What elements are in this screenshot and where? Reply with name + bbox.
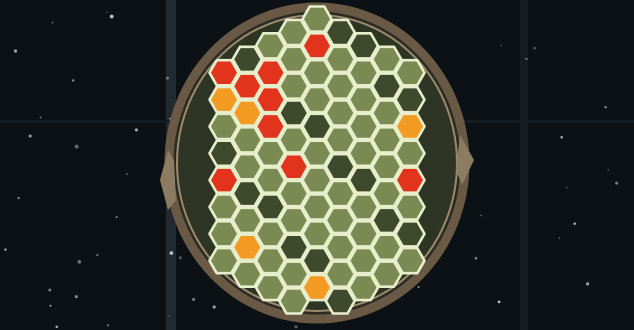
star [4,248,6,250]
star [75,295,78,298]
star [418,286,420,288]
star [500,44,502,46]
hex-cell [396,87,425,112]
star [179,256,182,259]
star [50,305,52,307]
star [52,22,54,24]
star [40,116,42,118]
honeycomb-grid [210,7,425,314]
star [475,257,478,260]
star [573,222,575,224]
star [586,282,589,285]
star [533,47,536,50]
star [608,169,609,170]
star [168,315,169,316]
star [294,325,297,328]
star [604,106,606,108]
hex-cell-red [396,168,425,193]
star [48,289,51,292]
star [566,187,567,188]
star [107,324,109,326]
star [213,305,216,308]
star [525,58,527,60]
star [192,298,195,301]
support-strut-right [520,0,528,330]
star [126,173,128,175]
star [14,49,17,52]
star [170,251,174,255]
hex-cell [396,221,425,246]
star [480,215,482,217]
star [29,134,32,137]
hex-cell [396,248,425,273]
star [17,197,19,199]
hex-cell [396,194,425,219]
star [110,15,114,19]
star [498,301,501,304]
star [96,254,98,256]
hex-cell [396,60,425,85]
star [615,182,618,185]
star [75,145,79,149]
star [560,136,563,139]
hex-cell [396,141,425,166]
star [166,76,169,79]
hex-cell-orange [396,114,425,139]
hex-cell [349,275,378,300]
star [135,128,138,131]
star [72,79,74,81]
star [55,326,57,328]
star [106,12,107,13]
star [116,216,118,218]
star [559,238,560,239]
star [77,260,81,264]
